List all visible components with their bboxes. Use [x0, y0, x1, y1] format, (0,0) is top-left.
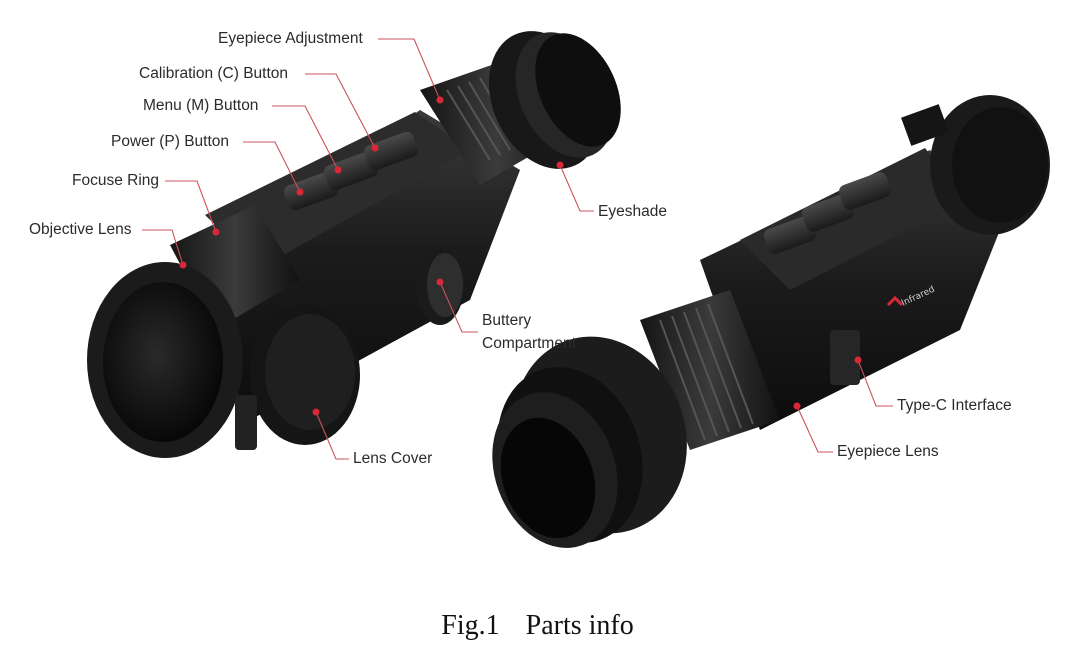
label-battery-line1: Buttery	[482, 312, 532, 329]
label-eyeshade: Eyeshade	[598, 203, 667, 220]
right-button-panel	[764, 172, 891, 254]
callout-line-focus	[165, 180, 217, 233]
callout-line-calibration	[305, 73, 376, 149]
label-focus-ring: Focuse Ring	[72, 172, 160, 189]
label-menu-button: Menu (M) Button	[143, 97, 259, 114]
caption-number: Fig.1	[441, 610, 500, 641]
callout-line-eyepiece-adjustment	[378, 38, 441, 101]
left-button-panel	[282, 130, 420, 212]
label-eyepiece-lens: Eyepiece Lens	[837, 443, 939, 460]
right-scope: Infrared	[492, 95, 1050, 548]
callout-line-eyeshade	[559, 164, 594, 212]
objective-lens	[103, 282, 223, 442]
figure-caption: Fig.1 Parts info	[0, 610, 1075, 642]
callout-line-eyepiece-lens	[796, 405, 833, 453]
label-lens-cover: Lens Cover	[353, 450, 433, 467]
type-c-interface-cover	[830, 330, 860, 385]
callout-line-objective	[142, 229, 184, 266]
callout-line-lens-cover	[315, 411, 349, 460]
menu-button[interactable]	[322, 150, 380, 192]
caption-text: Parts info	[525, 610, 634, 641]
callout-line-menu	[272, 105, 339, 171]
label-objective-lens: Objective Lens	[29, 221, 132, 238]
calibration-button[interactable]	[362, 130, 420, 172]
power-button[interactable]	[282, 170, 340, 212]
label-battery-line2: Compartment	[482, 335, 576, 352]
label-eyepiece-adjustment: Eyepiece Adjustment	[218, 30, 363, 47]
callout-line-battery	[439, 281, 478, 333]
label-type-c-interface: Type-C Interface	[897, 397, 1012, 414]
label-power-button: Power (P) Button	[111, 133, 230, 150]
left-scope	[87, 31, 621, 458]
label-calibration-button: Calibration (C) Button	[139, 65, 289, 82]
callout-lines	[142, 38, 893, 460]
callout-line-power	[243, 141, 301, 193]
callout-line-type-c	[857, 359, 893, 407]
callout-dots	[179, 96, 862, 416]
